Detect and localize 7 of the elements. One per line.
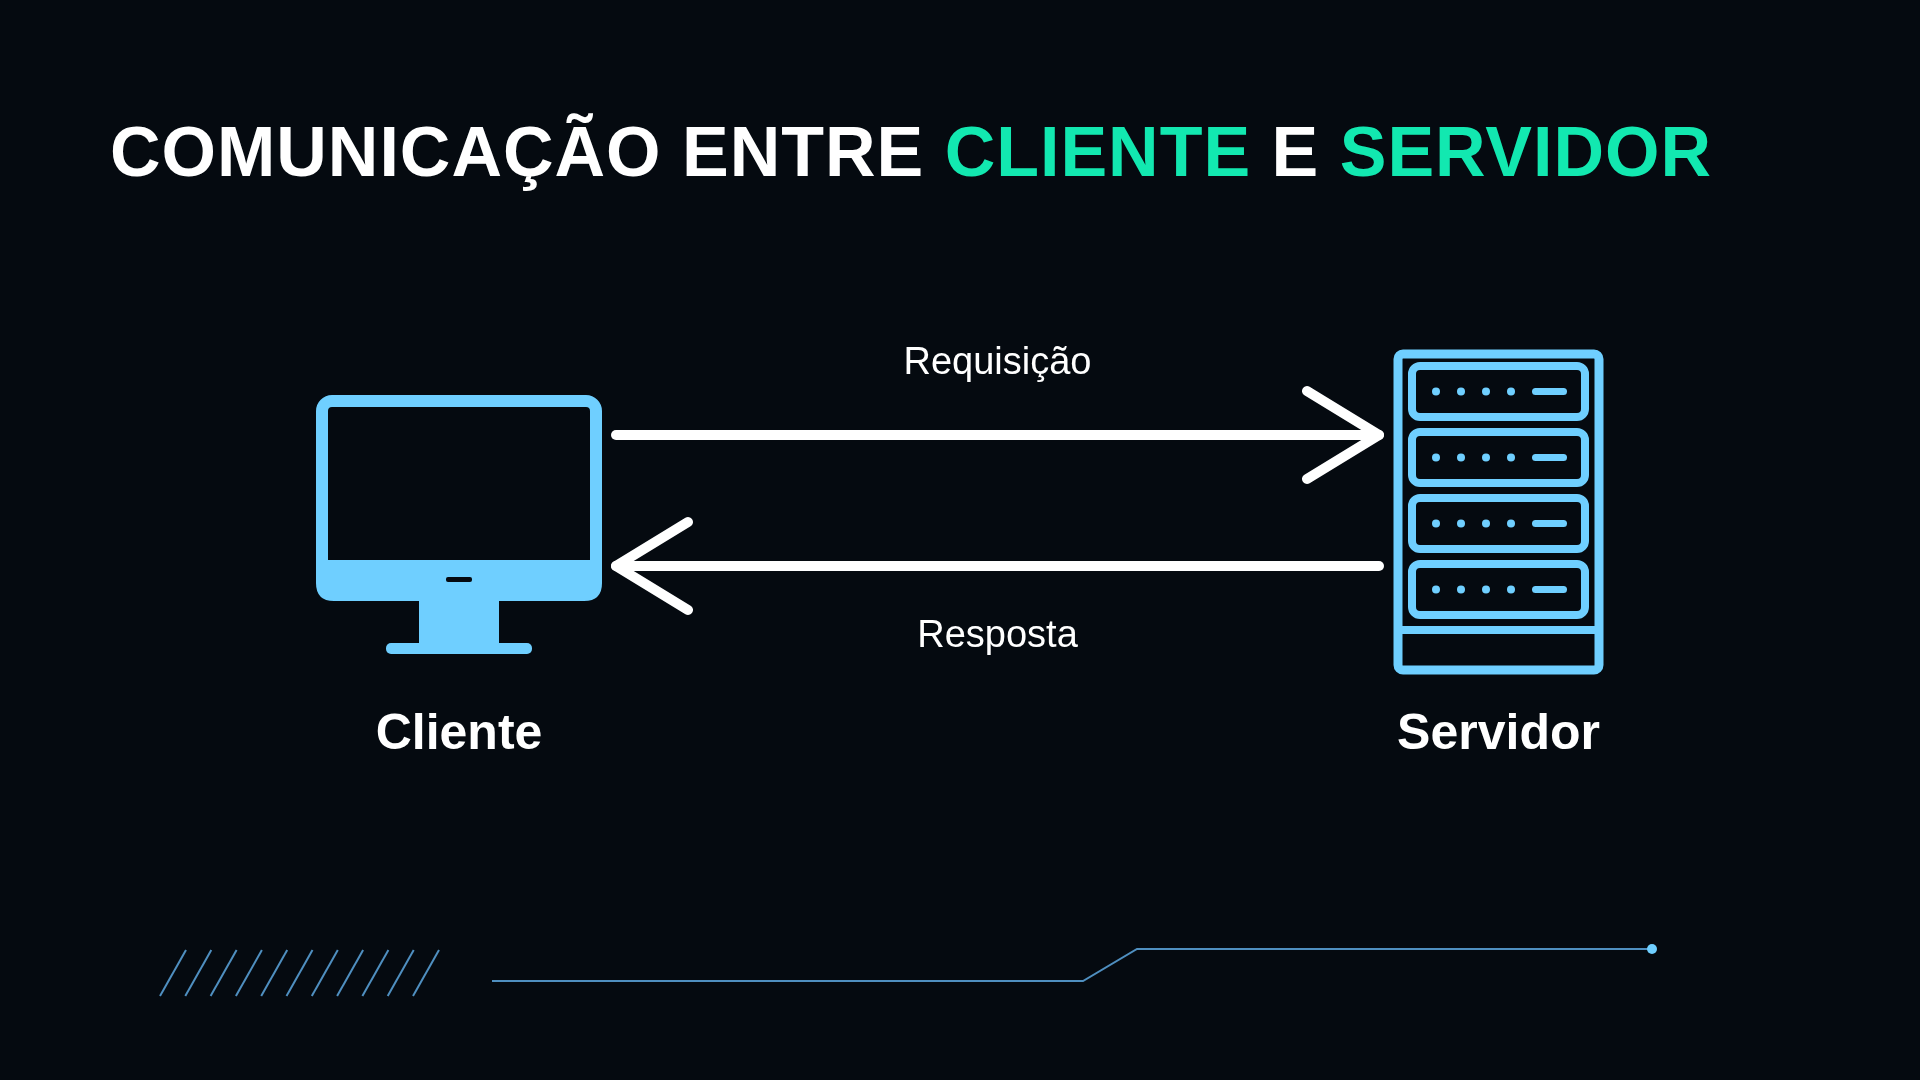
- arrow: [611, 517, 1384, 615]
- node-label: Cliente: [375, 703, 543, 761]
- edge-label: Requisição: [903, 339, 1092, 383]
- edge-label: Resposta: [917, 612, 1078, 656]
- title: COMUNICAÇÃO ENTRE CLIENTE E SERVIDOR: [110, 112, 1713, 192]
- node-label: Servidor: [1397, 703, 1600, 761]
- arrow: [611, 386, 1384, 484]
